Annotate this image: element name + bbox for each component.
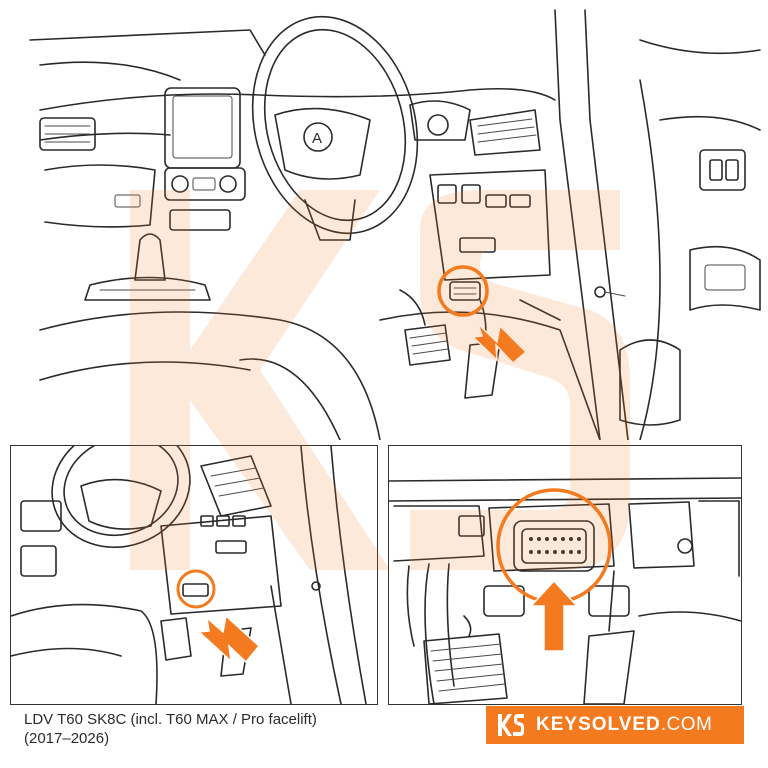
brand-name: KEYSOLVED (536, 714, 661, 735)
main-illustration: A (29, 9, 761, 440)
footwell-side-drawing (11, 446, 367, 704)
pointer-arrow-icon (471, 323, 528, 365)
vehicle-caption: LDV T60 SK8C (incl. T60 MAX / Pro faceli… (24, 710, 444, 748)
pointer-arrow-icon (197, 614, 261, 664)
obd-closeup-drawing (389, 477, 741, 704)
brand-domain: .COM (660, 714, 713, 735)
vehicle-model: LDV T60 SK8C (incl. T60 MAX / Pro faceli… (24, 711, 317, 728)
vehicle-years: (2017–2026) (24, 730, 110, 747)
steering-logo: A (312, 130, 322, 147)
obd-highlight-circle (437, 265, 489, 317)
ks-monogram-icon (498, 714, 524, 736)
pointer-arrow-icon (529, 579, 579, 652)
obd-highlight-circle (176, 569, 216, 609)
inset-right-illustration (388, 445, 742, 705)
cabin-drawing: A (29, 9, 761, 440)
inset-left-illustration (10, 445, 378, 705)
brand-badge: KEYSOLVED.COM (486, 706, 744, 744)
obd-pins (529, 537, 581, 554)
